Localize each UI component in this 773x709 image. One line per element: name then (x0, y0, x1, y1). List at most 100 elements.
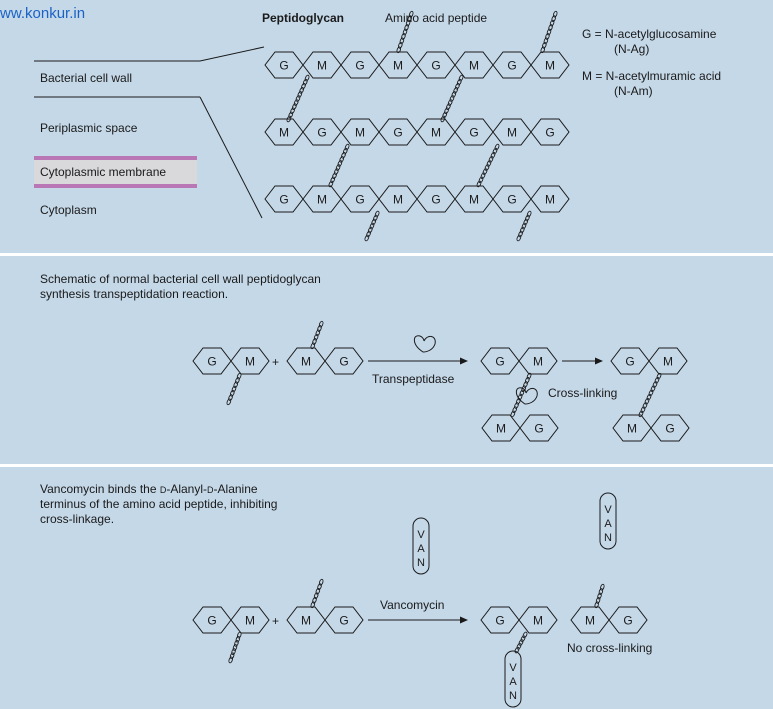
caption-transpeptidation-2: synthesis transpeptidation reaction. (40, 287, 228, 301)
crosslink-2-3-a-coil-3 (341, 151, 346, 159)
crosslink-2-3-b-coil-1 (494, 143, 500, 151)
p3-mid-peptide (310, 578, 324, 609)
row1-sugar-7-label: G (507, 59, 516, 73)
p3-arrow-vancomycin (368, 616, 468, 624)
row1-peptide-top-a-coil-8 (407, 15, 412, 22)
crosslink-2-3-a-coil-1 (344, 143, 350, 151)
p2-left-peptide (226, 372, 242, 406)
row1-sugar-6-label: M (469, 59, 479, 73)
crosslink-1-2-b-coil-3 (455, 82, 460, 90)
p3-prod-peptide-coil-1 (522, 631, 528, 639)
row1-peptide-top-b-coil-6 (548, 24, 553, 31)
p2-left-g-label: G (207, 355, 216, 369)
caption-vancomycin-1a: Vancomycin binds the (40, 482, 160, 496)
watermark: ww.konkur.in (0, 5, 86, 22)
row3-peptide-down-a (364, 210, 380, 242)
p3-left-peptide-coil-1 (237, 631, 242, 639)
enzyme-label-transpeptidase: Transpeptidase (372, 372, 455, 386)
row1-peptide-top-b-coil-4 (545, 33, 550, 40)
crosslink-1-2-a-coil-6 (295, 95, 301, 102)
crosslink-2-3-b-coil-9 (478, 176, 484, 184)
p2-final-crosslink-coil-3 (652, 381, 658, 388)
caption-vancomycin-2: terminus of the amino acid peptide, inhi… (40, 497, 277, 511)
row1-peptide-top-b-coil-7 (549, 19, 555, 27)
label-no-cross-linking: No cross-linking (567, 641, 652, 655)
p3-van-bound-top-outline (599, 492, 617, 550)
crosslink-1-2-b-coil-6 (449, 95, 455, 102)
crosslink-2-3-a-coil-10 (328, 180, 334, 188)
p3-van-free-letter-2: A (417, 543, 425, 555)
row1-peptide-top-a-coil-1 (396, 46, 402, 54)
p3-prod-peptide (514, 631, 528, 654)
p2-final-bottom-g-hexagon (650, 414, 690, 442)
crosslink-1-2-a (286, 74, 310, 123)
row3-peptide-down-a-coil-7 (364, 234, 370, 242)
p2-final-bottom-m-label: M (627, 422, 637, 436)
crosslink-2-3-a-coil-8 (332, 172, 337, 180)
p3-left-m-label: M (245, 614, 255, 628)
crosslink-1-2-b-coil-5 (451, 91, 457, 98)
p3-prod-m-hexagon (518, 606, 558, 634)
p3-prod-peptide-coil-5 (514, 646, 520, 654)
row3-sugar-5-label: G (431, 193, 440, 207)
caption-transpeptidation-1: Schematic of normal bacterial cell wall … (40, 272, 321, 286)
crosslink-2-3-b-coil-6 (484, 164, 490, 171)
row1-sugar-5-label: G (431, 59, 440, 73)
p3-prod-m-label: M (533, 614, 543, 628)
p3-van-bound-top-letter-2: A (604, 518, 612, 530)
row1-peptide-top-a-coil-4 (401, 33, 406, 40)
p2-final-crosslink-coil-9 (640, 406, 646, 413)
layer-label-cell-wall: Bacterial cell wall (40, 71, 132, 85)
legend-g: G = N-acetylglucosamine (582, 27, 717, 41)
row1-peptide-top-a-coil-2 (398, 42, 403, 49)
row2-sugar-3-label: M (355, 126, 365, 140)
row1-peptide-top-b-coil-2 (542, 42, 547, 49)
p3-left-peptide-coil-5 (231, 648, 236, 655)
crosslink-1-2-b-coil-11 (440, 115, 446, 123)
p3-right-m-label: M (585, 614, 595, 628)
p3-van-free-letter-3: N (417, 557, 425, 569)
caption-vancomycin-1b: -Alanyl- (166, 482, 207, 496)
row3-peptide-down-b-coil-7 (516, 234, 522, 242)
p3-right-peptide-coil-3 (597, 592, 602, 600)
row2-sugar-8-hexagon (530, 118, 570, 146)
plus-sign-transpeptidation: + (272, 355, 279, 369)
crosslink-1-2-b-coil-10 (442, 111, 448, 119)
crosslink-2-3-a-coil-5 (337, 160, 343, 167)
row1-sugar-8-label: M (545, 59, 555, 73)
p2-prod-crosslink-coil-2 (524, 377, 530, 384)
row1-peptide-top-b-coil-9 (552, 10, 558, 18)
crosslink-2-3-b-coil-4 (488, 156, 494, 163)
crosslink-2-3-b-coil-7 (482, 168, 488, 175)
crosslink-2-3-b-coil-5 (486, 160, 492, 167)
p3-left-g-label: G (207, 614, 216, 628)
p3-mid-peptide-coil-4 (315, 587, 321, 595)
p2-final-crosslink-coil-2 (654, 377, 660, 384)
row1-peptide-top-a-coil-6 (404, 24, 409, 31)
p3-left-peptide-coil-2 (235, 635, 241, 643)
p2-final-crosslink-coil-8 (642, 402, 648, 409)
p3-van-bound-top-letter-1: V (604, 504, 612, 516)
row3-sugar-8-label: M (545, 193, 555, 207)
layer-label-membrane: Cytoplasmic membrane (40, 165, 166, 179)
row2-sugar-8-label: G (545, 126, 554, 140)
crosslink-1-2-a-coil-1 (304, 74, 310, 82)
p2-mid-peptide-coil-3 (313, 333, 319, 341)
row3-peptide-down-b-coil-5 (519, 226, 525, 234)
crosslink-1-2-a-coil-2 (302, 78, 308, 86)
p2-arrow-cross-linking-head (595, 357, 603, 365)
p3-right-peptide-coil-5 (600, 583, 605, 591)
p3-right-peptide (594, 583, 605, 609)
row3-peptide-down-a-coil-6 (366, 230, 371, 238)
p3-right-peptide-coil-1 (594, 601, 599, 609)
p3-mid-peptide-coil-2 (312, 596, 317, 604)
p3-van-bound-bottom-letter-2: A (509, 676, 517, 688)
row1-peptide-top-a-coil-3 (399, 37, 405, 45)
p2-final-crosslink-coil-4 (650, 385, 656, 392)
p3-mid-g-hexagon (324, 606, 364, 634)
row3-peptide-down-a-coil-5 (367, 226, 373, 234)
zoom-line-top (199, 46, 265, 62)
